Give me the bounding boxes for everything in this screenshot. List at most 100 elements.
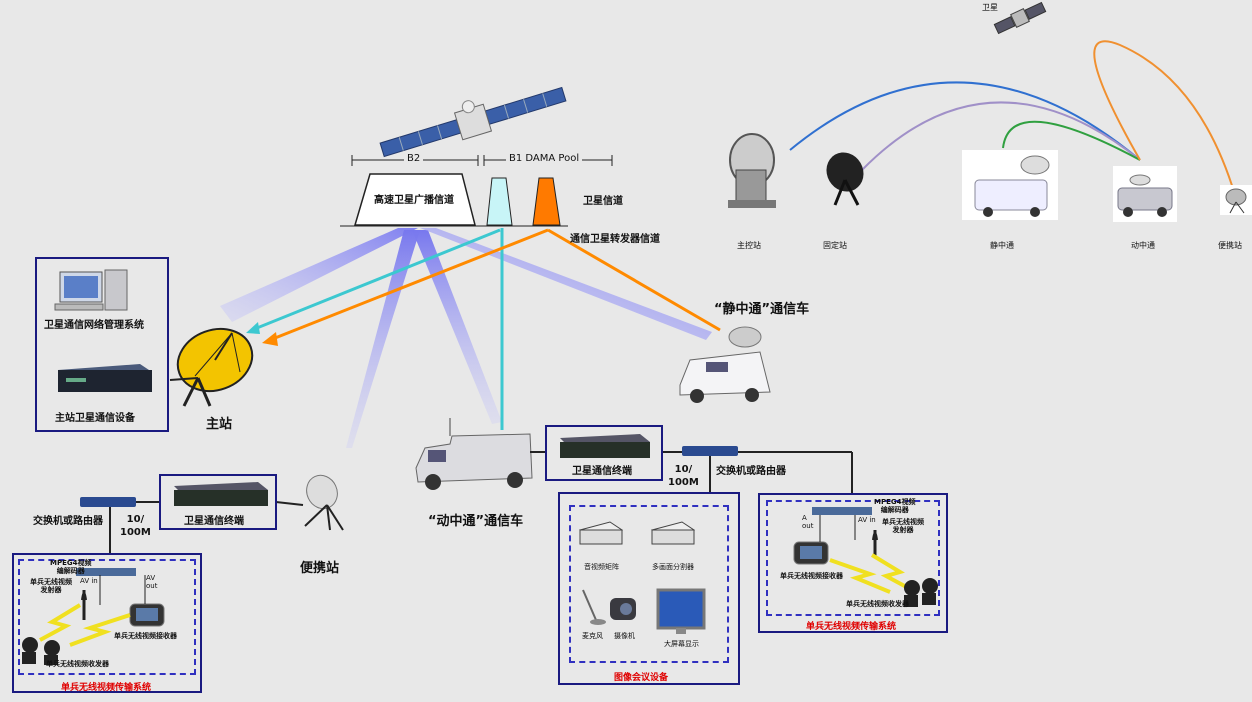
left-receiver-label: 单兵无线视频接收器	[114, 632, 177, 640]
right-antenna-icon	[872, 530, 878, 558]
master-station-icon	[728, 133, 776, 208]
mobile-terminal-box	[545, 425, 663, 481]
satellite-small-icon	[993, 1, 1047, 35]
cyan-channel-shape	[486, 177, 513, 226]
left-transmitter-label: 单兵无线视频 发射器	[30, 578, 72, 594]
mobile-switch-label: 交换机或路由器	[716, 466, 786, 477]
portable-small-icon	[1220, 185, 1252, 215]
station-label-portable: 便携站	[1218, 241, 1242, 250]
left-antenna-icon	[81, 590, 87, 620]
main-equipment-label: 主站卫星通信设备	[55, 413, 135, 424]
static-vehicle-label: “静中通”通信车	[714, 302, 810, 317]
portable-switch-icon	[80, 497, 136, 507]
beam-to-portable	[346, 230, 420, 448]
soldier-left-box	[12, 553, 202, 693]
mobile-terminal-icon	[560, 434, 650, 458]
left-receiver-icon	[129, 603, 165, 627]
orange-channel-shape	[532, 177, 561, 226]
right-transceiver-label: 单兵无线视频收发器	[846, 600, 909, 608]
camera-label: 摄像机	[614, 632, 635, 640]
splitter-icon	[650, 521, 696, 545]
satellite-main-icon	[379, 86, 567, 158]
conference-inner-box	[569, 505, 729, 663]
transponder-channel-label: 通信卫星转发器信道	[570, 234, 660, 245]
station-label-static: 静中通	[990, 241, 1014, 250]
right-soldiers-icon	[904, 578, 938, 607]
mobile-vehicle-icon	[415, 418, 533, 490]
left-codec-icon	[76, 568, 136, 576]
portable-terminal-box	[159, 474, 277, 530]
left-soldier-title: 单兵无线视频传输系统	[61, 683, 152, 693]
mobile-terminal-label: 卫星通信终端	[572, 466, 632, 477]
right-wireless-bolt-b	[829, 558, 891, 594]
station-label-fixed: 固定站	[823, 241, 847, 250]
arc-fixed-station	[861, 101, 1141, 171]
broadcast-channel-label: 高速卫星广播信道	[374, 195, 454, 206]
screen-icon	[656, 588, 706, 634]
b2-label: B2	[404, 153, 424, 164]
left-transceiver-label: 单兵无线视频收发器	[46, 660, 109, 668]
right-codec-icon	[812, 507, 872, 515]
portable-rate-label: 10/ 100M	[120, 514, 151, 538]
orange-link-main	[269, 228, 549, 342]
mobile-vehicle-small-icon	[1113, 166, 1177, 222]
right-receiver-label: 单兵无线视频接收器	[780, 572, 843, 580]
top-satellite-label: 卫星	[982, 3, 998, 12]
broadcast-channel-shape	[353, 173, 476, 226]
right-transmitter-label: 单兵无线视频 发射器	[882, 518, 924, 534]
left-wireless-bolt-b	[69, 613, 131, 647]
portable-terminal-icon	[174, 482, 268, 506]
fixed-station-icon	[826, 152, 864, 206]
arc-master-station	[789, 81, 1141, 161]
right-wireless-bolt-a	[870, 553, 913, 592]
main-station-box	[35, 257, 169, 432]
arc-static-vehicle	[1002, 120, 1141, 161]
left-soldiers-icon	[22, 637, 60, 665]
beam-to-main	[220, 228, 418, 322]
screen-label: 大屏幕显示	[664, 640, 699, 648]
main-equipment-icon	[58, 364, 152, 392]
main-station-label: 主站	[206, 417, 233, 432]
right-av-out-label: A out	[802, 514, 814, 530]
splitter-label: 多画面分割器	[652, 563, 694, 571]
av-matrix-icon	[578, 521, 624, 545]
portable-station-dish-icon	[304, 474, 344, 531]
static-vehicle-small-icon	[962, 150, 1058, 220]
right-soldier-title: 单兵无线视频传输系统	[806, 622, 897, 632]
left-codec-label: MPEG4视频 编解码器	[50, 559, 92, 575]
beam-to-static	[420, 228, 712, 340]
orange-link-static	[547, 228, 721, 332]
mobile-rate-label: 10/ 100M	[668, 464, 699, 488]
conference-box	[558, 492, 740, 685]
portable-label: 便携站	[300, 561, 340, 576]
left-av-out-label: AV out	[146, 574, 158, 590]
right-av-in-label: AV in	[858, 516, 876, 524]
arc-portable-a	[1093, 40, 1236, 196]
station-label-master: 主控站	[737, 241, 761, 250]
soldier-left-inner-box	[18, 559, 196, 675]
microphone-label: 麦克风	[582, 632, 603, 640]
portable-terminal-label: 卫星通信终端	[184, 516, 244, 527]
conference-title: 图像会议设备	[614, 673, 669, 683]
b1-label: B1 DAMA Pool	[506, 153, 583, 164]
left-av-in-label: AV in	[80, 577, 98, 585]
left-wireless-bolt-a	[39, 603, 82, 642]
camera-icon	[610, 598, 636, 620]
mobile-vehicle-label: “动中通”通信车	[428, 514, 524, 529]
soldier-right-inner-box	[766, 500, 940, 616]
right-receiver-icon	[793, 541, 829, 565]
av-matrix-label: 音视频矩阵	[584, 563, 619, 571]
right-codec-label: MPEG4视频 编解码器	[874, 498, 916, 514]
soldier-right-box	[758, 493, 948, 633]
microphone-icon	[582, 589, 606, 625]
static-vehicle-icon	[679, 326, 771, 403]
station-label-mobile: 动中通	[1131, 241, 1155, 250]
beam-to-mobile	[412, 230, 502, 424]
portable-switch-label: 交换机或路由器	[33, 516, 103, 527]
main-station-dish-icon	[169, 327, 254, 407]
computer-icon	[54, 269, 128, 311]
sat-channel-label: 卫星信道	[583, 196, 623, 207]
mobile-switch-icon	[682, 446, 738, 456]
